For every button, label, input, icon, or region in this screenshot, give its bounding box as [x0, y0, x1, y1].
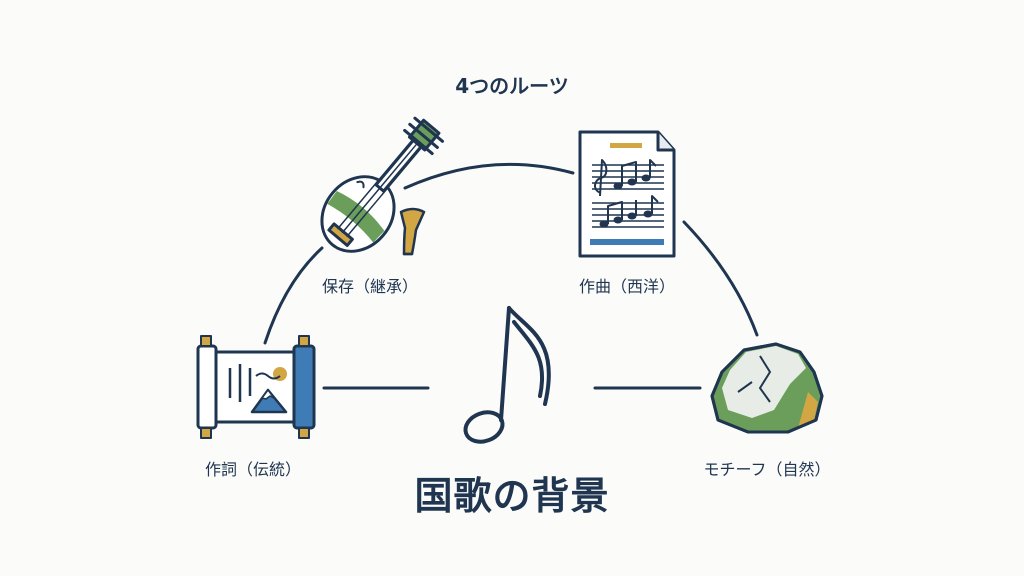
arc-lute-to-score	[403, 162, 575, 190]
node-label-preservation: 保存（継承）	[321, 277, 419, 296]
biwa-lute-icon	[320, 116, 444, 256]
node-label-motif: モチーフ（自然）	[703, 460, 831, 479]
mossy-rock-icon	[710, 342, 824, 434]
center-title: 国歌の背景	[414, 474, 610, 518]
eighth-note-icon	[463, 306, 551, 444]
node-label-composition: 作曲（西洋）	[578, 277, 676, 296]
diagram-heading: 4つのルーツ	[455, 74, 569, 98]
sheet-music-icon	[578, 130, 676, 258]
scroll-fuji-icon	[196, 335, 316, 439]
arc-scroll-to-lute	[263, 246, 324, 345]
node-label-lyrics: 作詞（伝統）	[204, 460, 302, 479]
arc-score-to-rock	[682, 220, 759, 337]
